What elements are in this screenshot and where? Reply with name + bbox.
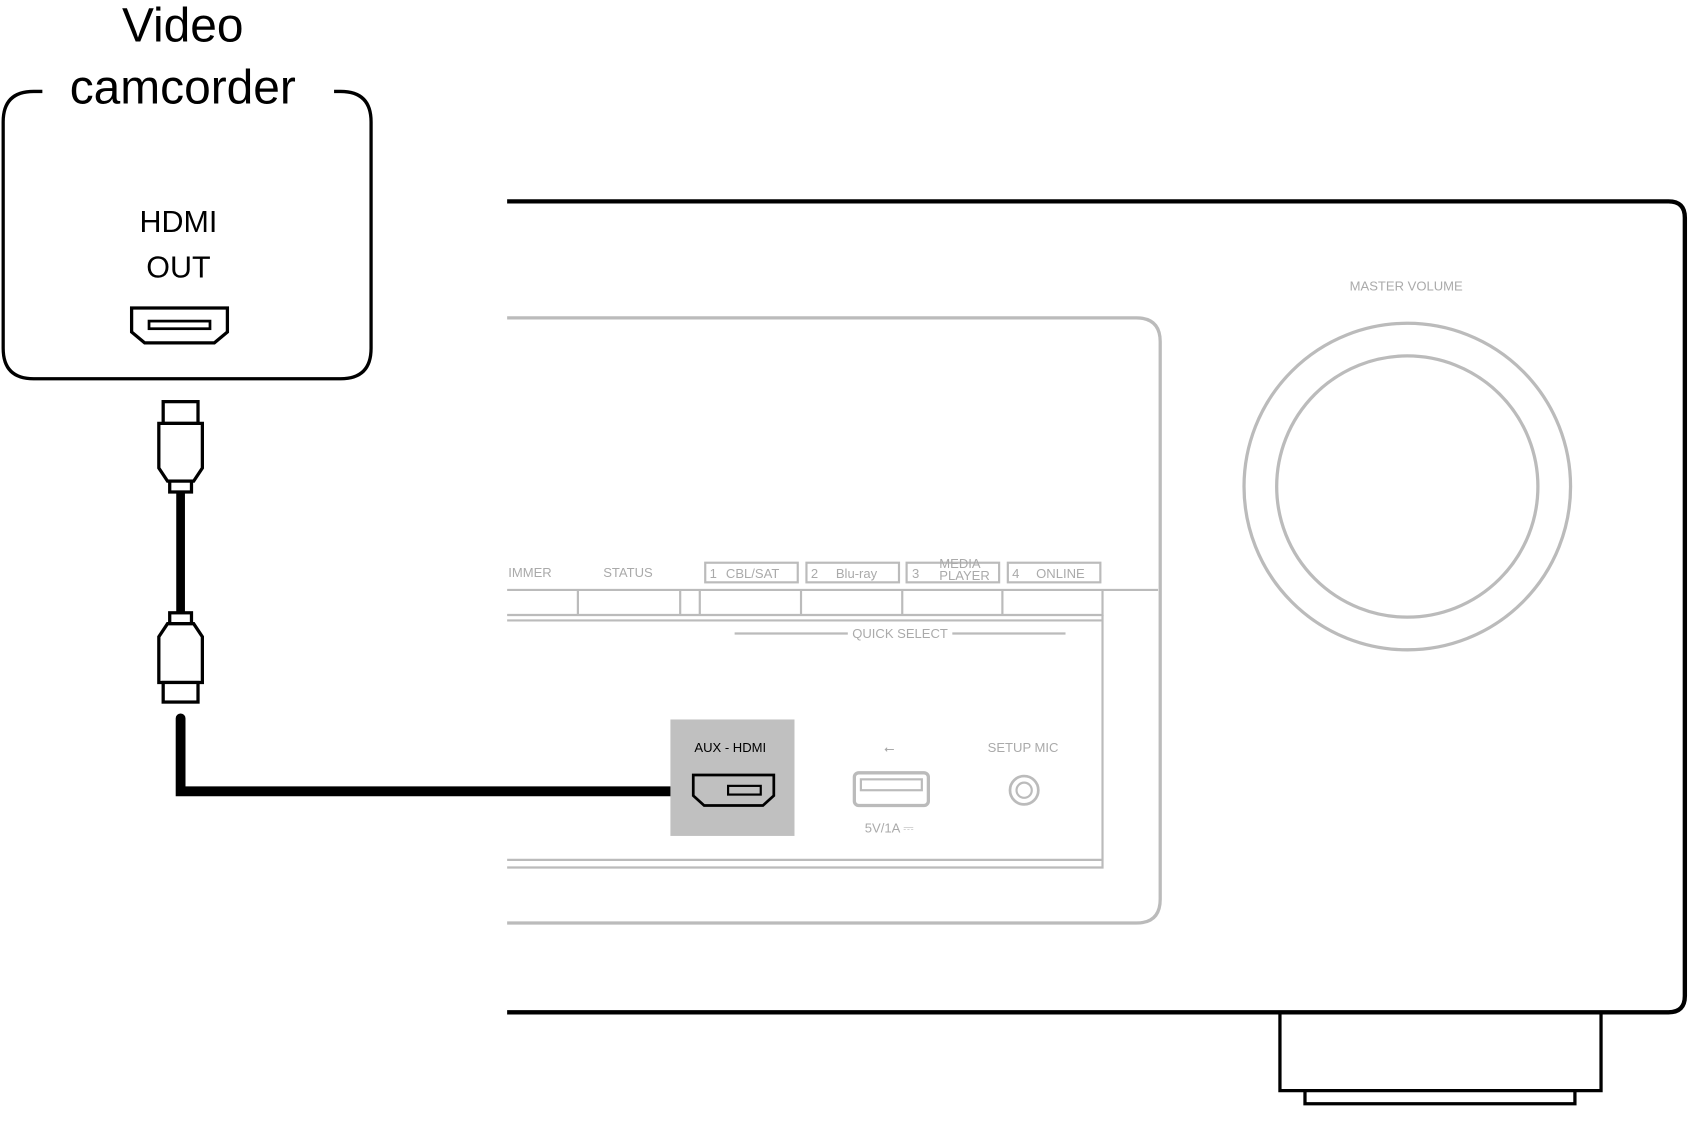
aux-hdmi-label: AUX - HDMI — [694, 740, 766, 755]
svg-text:ONLINE: ONLINE — [1036, 566, 1085, 581]
port-label-2: OUT — [146, 251, 210, 285]
master-volume-knob[interactable] — [1275, 354, 1540, 619]
device-title-2: camcorder — [70, 61, 296, 114]
svg-text:CBL/SAT: CBL/SAT — [726, 566, 779, 581]
port-label-1: HDMI — [139, 205, 217, 239]
setup-mic-label: SETUP MIC — [988, 740, 1059, 755]
aux-hdmi-highlight — [670, 719, 795, 836]
setup-mic-jack[interactable] — [1008, 774, 1040, 806]
svg-text:3: 3 — [912, 566, 919, 581]
usb-port[interactable] — [852, 771, 931, 808]
dimmer-label: IMMER — [508, 565, 551, 580]
hdmi-cable — [157, 400, 733, 797]
quick-select-label: QUICK SELECT — [852, 626, 948, 641]
svg-text:MEDIA: MEDIA — [939, 556, 981, 571]
front-panel — [507, 316, 1162, 925]
device-title-1: Video — [122, 0, 244, 52]
svg-text:Blu-ray: Blu-ray — [836, 566, 878, 581]
usb-rating: 5V/1A ⎓ — [865, 821, 914, 836]
quick-select-4[interactable]: 4 ONLINE — [1012, 566, 1085, 581]
svg-text:4: 4 — [1012, 566, 1019, 581]
quick-select-2[interactable]: 2 Blu-ray — [811, 566, 878, 581]
usb-icon: ⭠ — [884, 741, 894, 756]
quick-select-1[interactable]: 1 CBL/SAT — [710, 566, 780, 581]
aux-hdmi-port-icon[interactable] — [691, 773, 776, 807]
svg-text:PLAYER: PLAYER — [939, 568, 990, 583]
master-volume-ring — [1242, 321, 1573, 652]
camcorder-outline — [1, 89, 373, 381]
svg-text:2: 2 — [811, 566, 818, 581]
receiver-outline — [507, 199, 1688, 1015]
master-volume-label: MASTER VOLUME — [1350, 279, 1463, 294]
svg-text:1: 1 — [710, 566, 717, 581]
status-label: STATUS — [603, 565, 653, 580]
hdmi-out-port-icon — [129, 306, 230, 345]
receiver-foot — [1278, 1014, 1603, 1106]
